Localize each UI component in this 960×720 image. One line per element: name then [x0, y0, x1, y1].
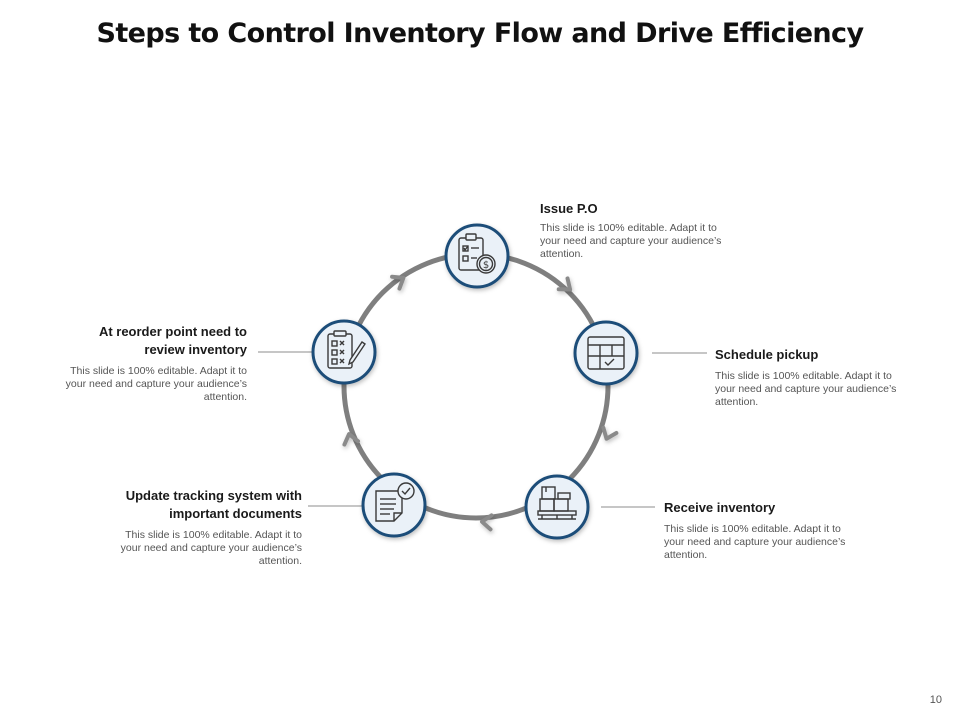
slide-title: Steps to Control Inventory Flow and Driv… — [96, 18, 865, 49]
step-description: This slide is 100% editable. Adapt it to… — [540, 222, 722, 260]
svg-text:$: $ — [483, 260, 489, 271]
node-receive-inventory — [524, 474, 590, 540]
step-heading: Schedule pickup — [715, 347, 819, 362]
node-reorder-point — [311, 319, 377, 385]
step-heading: Issue P.O — [540, 201, 598, 216]
calendar-check-icon — [587, 336, 625, 370]
page-number: 10 — [929, 694, 942, 706]
arrow-icon — [556, 276, 573, 292]
arrow-icon — [480, 513, 494, 532]
step-description: This slide is 100% editable. Adapt it to… — [120, 529, 302, 567]
step-description: This slide is 100% editable. Adapt it to… — [715, 370, 897, 408]
step-heading: At reorder point need to review inventor… — [98, 324, 247, 357]
connector-lines — [258, 351, 707, 508]
clipboard-dollar-icon: $ — [458, 233, 496, 274]
step-description: This slide is 100% editable. Adapt it to… — [65, 365, 247, 403]
node-schedule-pickup — [573, 320, 639, 386]
arrow-icon — [342, 432, 361, 447]
node-update-tracking — [361, 472, 427, 538]
document-check-icon — [375, 482, 415, 522]
step-schedule-pickup: Schedule pickup This slide is 100% edita… — [715, 346, 915, 409]
node-issue-po: $ — [444, 223, 510, 289]
step-issue-po: Issue P.O This slide is 100% editable. A… — [540, 200, 740, 261]
arrow-icon — [601, 425, 619, 441]
checklist-pen-icon — [327, 330, 366, 369]
boxes-pallet-icon — [537, 486, 577, 520]
step-heading: Receive inventory — [664, 500, 776, 515]
cycle-arrows — [342, 274, 619, 532]
step-update-tracking: Update tracking system with important do… — [96, 487, 302, 568]
step-heading: Update tracking system with important do… — [125, 488, 302, 521]
step-reorder-point: At reorder point need to review inventor… — [50, 323, 247, 404]
step-receive-inventory: Receive inventory This slide is 100% edi… — [664, 499, 864, 562]
arrow-icon — [390, 274, 406, 291]
step-description: This slide is 100% editable. Adapt it to… — [664, 523, 846, 561]
